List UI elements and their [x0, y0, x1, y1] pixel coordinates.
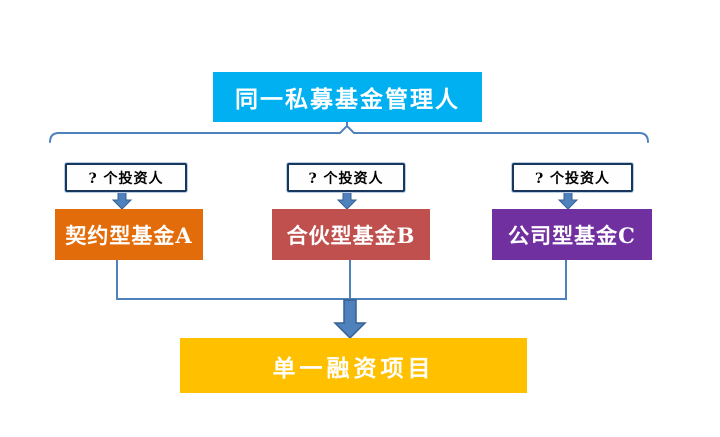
investor-label: ? 个投资人	[534, 170, 611, 187]
fund-label: 契约型基金A	[65, 222, 193, 248]
down-arrow-icon	[111, 191, 133, 210]
investor-box-c: ? 个投资人	[512, 163, 633, 192]
big-down-arrow-icon	[333, 299, 367, 340]
fund-box-corporate: 公司型基金C	[492, 209, 652, 260]
investor-box-b: ? 个投资人	[287, 163, 405, 192]
fund-box-contract: 契约型基金A	[55, 209, 203, 260]
fund-label: 公司型基金C	[508, 222, 636, 248]
project-label: 单一融资项目	[272, 354, 435, 382]
down-arrow-icon	[557, 191, 579, 210]
investor-box-a: ? 个投资人	[65, 163, 187, 192]
manager-box: 同一私募基金管理人	[213, 72, 482, 122]
brace-bracket	[49, 124, 649, 143]
manager-label: 同一私募基金管理人	[235, 86, 460, 113]
fund-label: 合伙型基金B	[286, 222, 416, 248]
investor-label: ? 个投资人	[308, 170, 384, 187]
investor-label: ? 个投资人	[88, 170, 164, 187]
fund-box-partnership: 合伙型基金B	[272, 209, 430, 260]
down-arrow-icon	[336, 191, 358, 210]
converge-line	[116, 260, 567, 300]
project-box: 单一融资项目	[180, 338, 527, 393]
